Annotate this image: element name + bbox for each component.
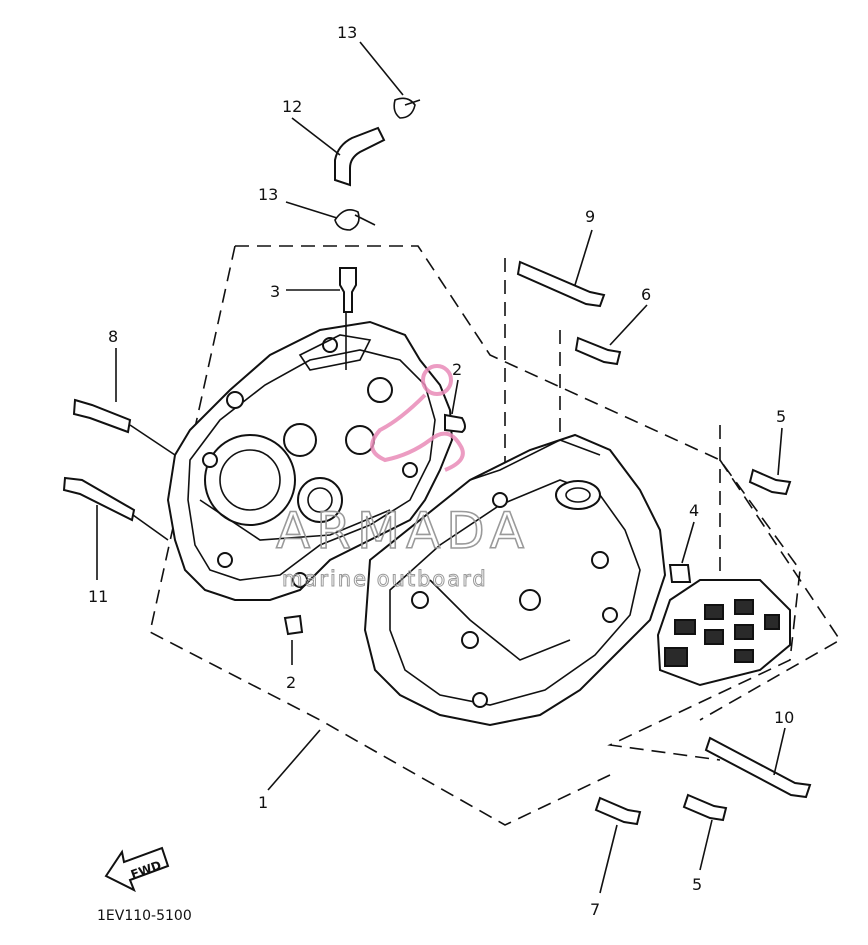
bolt-8 (72, 398, 132, 434)
left-crankcase-half (166, 320, 454, 601)
bolt-5-bottom (682, 793, 728, 822)
dowel-pin-lower (283, 614, 304, 636)
right-crankcase-half (363, 433, 667, 727)
bolt-7 (594, 796, 642, 826)
hose-clip-top (393, 97, 421, 119)
callout-11: 11 (88, 587, 108, 606)
callout-2-upper: 2 (452, 360, 462, 379)
callout-8: 8 (108, 327, 118, 346)
callout-10: 10 (774, 708, 794, 727)
callout-1: 1 (258, 793, 268, 812)
bolt-5-right (748, 468, 792, 496)
assembly-dashed-outline (149, 245, 842, 826)
diagram-code: 1EV110-5100 (97, 908, 192, 924)
watermark-brand: ARMADA (276, 502, 530, 560)
armada-logo-mark (370, 364, 465, 472)
leader-lines (96, 41, 786, 894)
dowel-pin-upper (444, 413, 466, 434)
callout-12: 12 (282, 97, 302, 116)
callout-4: 4 (689, 501, 699, 520)
armada-watermark: ARMADA marine outboard (275, 364, 530, 592)
callout-3: 3 (270, 282, 280, 301)
bolt-9 (516, 260, 606, 308)
callout-9: 9 (585, 207, 595, 226)
breather-hose (334, 126, 386, 187)
fwd-arrow: FWD (104, 846, 170, 893)
hose-clip-lower (334, 209, 376, 231)
callout-6: 6 (641, 285, 651, 304)
oil-strainer-assembly (656, 579, 791, 687)
callout-5-right: 5 (776, 407, 786, 426)
bolt-10 (704, 736, 812, 799)
bolt-11 (62, 476, 136, 522)
callout-13-top: 13 (337, 23, 357, 42)
bolt-6 (574, 336, 622, 366)
small-parts (62, 97, 812, 826)
callout-13-lower: 13 (258, 185, 278, 204)
dowel-pin-4 (668, 564, 692, 583)
callout-5-bottom: 5 (692, 875, 702, 894)
watermark-tagline: marine outboard (282, 567, 488, 591)
callout-7: 7 (590, 900, 600, 919)
callout-2-lower: 2 (286, 673, 296, 692)
breather-fitting (339, 267, 357, 313)
callout-labels: 13 12 13 3 8 11 2 2 9 6 5 4 10 1 7 5 (88, 23, 794, 919)
